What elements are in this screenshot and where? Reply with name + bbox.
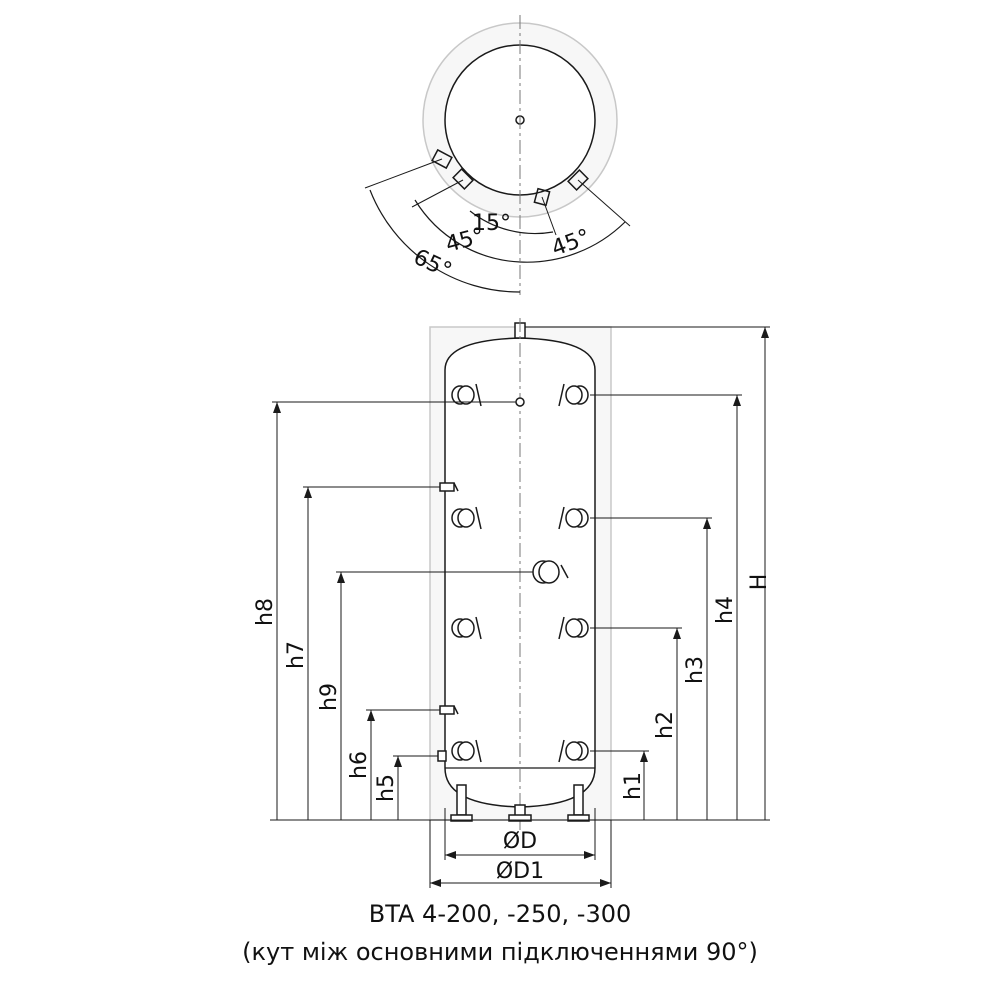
- connection-right-2: [558, 506, 589, 530]
- arc-15: [469, 210, 554, 235]
- caption-title: BTA 4-200, -250, -300: [368, 900, 632, 928]
- tank-feet: [450, 784, 590, 822]
- caption-note: (кут між основними підключеннями 90°): [242, 938, 758, 966]
- angle-label-15: 15°: [472, 211, 511, 236]
- height-labels: H h4 h3 h2 h1 h8 h7 h9 h6 h5: [253, 574, 772, 802]
- label-h2: h2: [653, 711, 678, 739]
- top-angle-labels: 15° 45° 65° 45°: [409, 211, 593, 284]
- label-h4: h4: [713, 596, 738, 624]
- label-h7: h7: [284, 641, 309, 669]
- connection-left-4: [451, 739, 482, 763]
- top-stub-3: [533, 187, 551, 207]
- center-connection: [532, 560, 569, 584]
- label-diameter-D: ØD: [503, 829, 537, 854]
- arc-45-right: [519, 221, 626, 263]
- arc-65: [369, 189, 521, 293]
- label-h6: h6: [347, 751, 372, 779]
- connection-right-4: [558, 739, 589, 763]
- connection-left-2: [451, 506, 482, 530]
- dimension-arrows: [273, 327, 769, 887]
- angle-label-45-left: 45°: [443, 224, 487, 258]
- label-H: H: [747, 574, 772, 591]
- front-view: H h4 h3 h2 h1 h8 h7 h9 h6 h5 ØD ØD1: [253, 318, 772, 888]
- pipe-connections: [437, 383, 589, 763]
- top-stub-1: [431, 148, 453, 170]
- label-h5: h5: [374, 774, 399, 802]
- top-view: [364, 15, 631, 295]
- diameter-labels: ØD ØD1: [496, 829, 544, 884]
- arc-45-left: [414, 199, 521, 263]
- connection-right-3: [558, 616, 589, 640]
- label-diameter-D1: ØD1: [496, 859, 544, 884]
- connection-right-1: [558, 383, 589, 407]
- bottom-port-left: [437, 750, 447, 762]
- sensor-port-top: [515, 397, 525, 407]
- label-h3: h3: [683, 656, 708, 684]
- top-stub-2: [452, 168, 474, 190]
- label-h1: h1: [621, 772, 646, 800]
- connection-left-3: [451, 616, 482, 640]
- connection-left-1: [451, 383, 482, 407]
- angle-label-45-right: 45°: [549, 225, 594, 262]
- label-h9: h9: [317, 683, 342, 711]
- label-h8: h8: [253, 598, 278, 626]
